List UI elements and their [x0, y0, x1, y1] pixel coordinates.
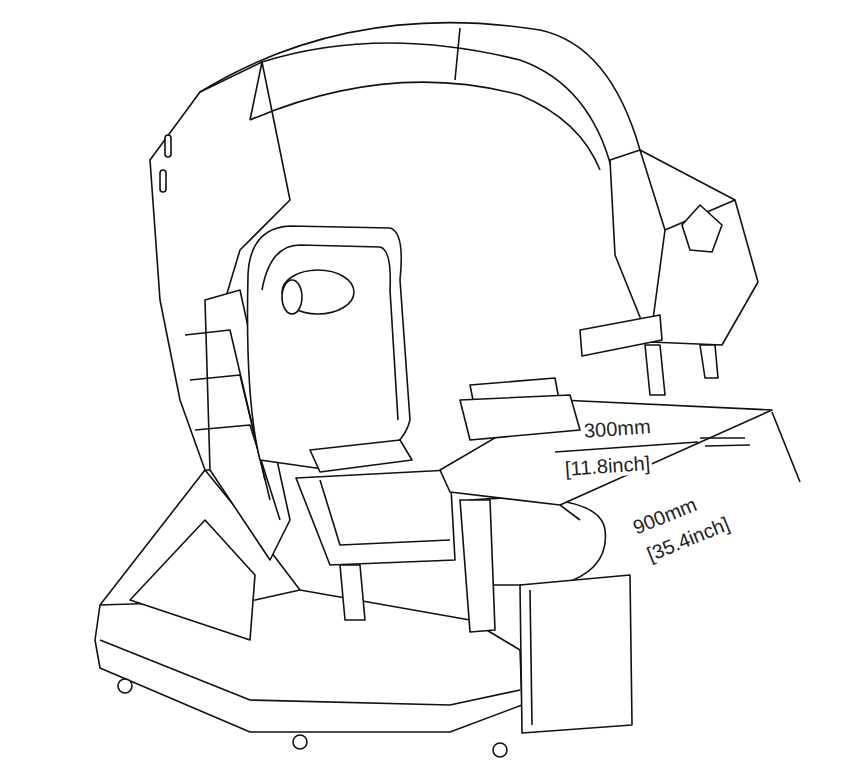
arm-bracket [645, 345, 665, 395]
headrest [282, 270, 354, 314]
dimension-line [772, 412, 800, 482]
base-facet [130, 520, 255, 640]
pod-edge [640, 150, 665, 342]
seat-back-inner [262, 245, 398, 420]
base [95, 470, 522, 732]
pod-emblem [682, 205, 722, 252]
wheel [493, 743, 507, 757]
dimension-tick [705, 445, 750, 446]
arch-joint [455, 28, 460, 80]
side-panel [520, 575, 632, 733]
keyboard-tray [460, 395, 580, 440]
dimension-tick [700, 437, 745, 439]
leg [460, 500, 495, 632]
extension-line [560, 505, 580, 520]
dimension-line [555, 442, 698, 452]
arm-bracket [700, 345, 718, 378]
arch-inner [262, 43, 612, 170]
vent-slot [160, 170, 166, 192]
armrest-edge [320, 480, 450, 545]
arch-joint [250, 62, 262, 120]
armrest-box [296, 470, 455, 565]
wheel [293, 735, 307, 749]
base-edge [100, 640, 520, 705]
wheel [118, 679, 132, 693]
armrest-pad [310, 440, 412, 472]
headrest-end [282, 280, 302, 314]
side-panel-edge [530, 590, 532, 725]
leg [340, 565, 365, 620]
vent-slot [165, 135, 171, 157]
dimension-label: [11.8inch] [562, 452, 653, 480]
arch-inner [250, 82, 600, 170]
right-pod [610, 150, 758, 345]
seat-back [248, 226, 411, 470]
